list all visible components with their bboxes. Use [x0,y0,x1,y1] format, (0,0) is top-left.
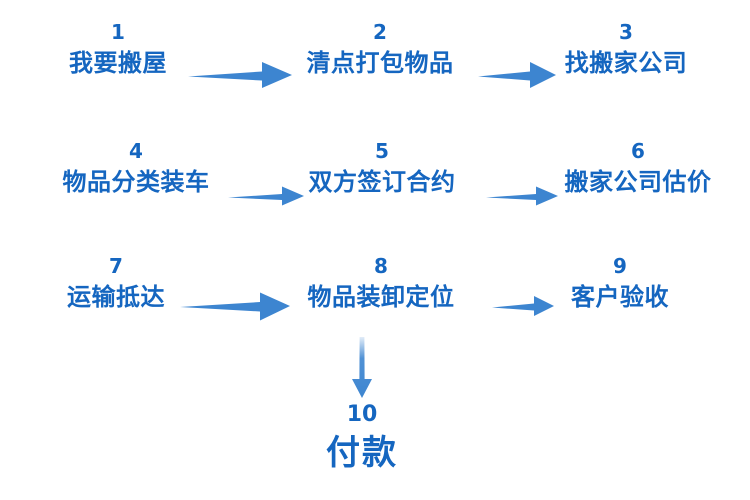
arrow-8-to-10-icon [348,337,376,403]
arrow-7-to-8-icon [180,290,290,324]
arrow-5-to-6-icon [486,183,558,209]
step-label-10: 付款 [326,433,398,473]
step-number-10: 10 [346,402,378,427]
step-node-8[interactable]: 8 物品装卸定位 [308,256,455,309]
step-node-9[interactable]: 9 客户验收 [571,256,669,309]
step-number-6: 6 [631,139,645,163]
step-node-7[interactable]: 7 运输抵达 [67,256,165,309]
step-label-3: 找搬家公司 [564,49,688,77]
step-number-9: 9 [613,254,627,278]
step-label-5: 双方签订合约 [308,168,456,196]
step-node-5[interactable]: 5 双方签订合约 [309,141,456,194]
step-number-3: 3 [619,20,633,44]
step-label-4: 物品分类装车 [62,168,210,196]
step-node-1[interactable]: 1 我要搬屋 [69,22,167,75]
arrow-2-to-3-icon [478,58,556,92]
step-number-8: 8 [374,254,388,278]
step-label-9: 客户验收 [571,283,669,311]
step-node-10[interactable]: 10 付款 [326,402,398,473]
step-label-6: 搬家公司估价 [564,168,712,196]
step-node-3[interactable]: 3 找搬家公司 [565,22,688,75]
step-label-8: 物品装卸定位 [307,283,455,311]
step-node-2[interactable]: 2 清点打包物品 [307,22,454,75]
step-number-1: 1 [111,20,125,44]
arrow-1-to-2-icon [188,58,292,92]
step-number-7: 7 [109,254,123,278]
arrow-4-to-5-icon [228,183,304,209]
step-label-2: 清点打包物品 [306,49,454,77]
arrow-8-to-9-icon [492,293,554,319]
step-number-4: 4 [129,139,143,163]
step-number-2: 2 [373,20,387,44]
step-label-1: 我要搬屋 [69,49,167,77]
step-number-5: 5 [375,139,389,163]
step-node-6[interactable]: 6 搬家公司估价 [565,141,712,194]
step-node-4[interactable]: 4 物品分类装车 [63,141,210,194]
step-label-7: 运输抵达 [67,283,165,311]
